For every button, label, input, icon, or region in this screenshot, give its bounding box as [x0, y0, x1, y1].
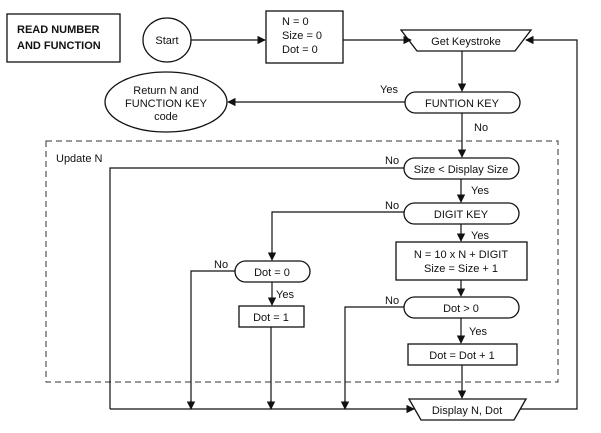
arrow-size-no [109, 167, 404, 409]
dot-gt-decision: Dot > 0 [403, 296, 520, 319]
size-yes-label: Yes [471, 185, 489, 197]
function-key-decision: FUNTION KEY [404, 91, 521, 114]
start-node: Start [142, 17, 192, 63]
dotgt-no-label: No [385, 295, 399, 307]
digit-key-decision: DIGIT KEY [403, 202, 520, 225]
dot-inc-box: Dot = Dot + 1 [407, 343, 518, 366]
init-line-2: Size = 0 [282, 30, 322, 42]
size-check-decision: Size < Display Size [403, 157, 520, 180]
digit-yes-label: Yes [471, 230, 489, 242]
digit-key-label: DIGIT KEY [434, 209, 489, 221]
init-line-3: Dot = 0 [282, 44, 318, 56]
arrow-dotgt-no [344, 306, 404, 409]
title-line-2: AND FUNCTION [17, 40, 101, 52]
return-line-2: FUNCTION KEY [125, 98, 208, 110]
dotgt-yes-label: Yes [469, 326, 487, 338]
title-line-1: READ NUMBER [17, 24, 100, 36]
compute-box: N = 10 x N + DIGIT Size = Size + 1 [395, 241, 528, 281]
arrow-dotzero-no [190, 270, 235, 409]
init-line-1: N = 0 [282, 16, 309, 28]
digit-no-label: No [385, 200, 399, 212]
init-box: N = 0 Size = 0 Dot = 0 [265, 10, 344, 64]
size-no-label: No [385, 155, 399, 167]
return-line-1: Return N and [133, 85, 198, 97]
return-node: Return N and FUNCTION KEY code [104, 71, 228, 133]
dot-one-label: Dot = 1 [253, 312, 289, 324]
update-n-label: Update N [56, 153, 103, 165]
dot-inc-label: Dot = Dot + 1 [429, 350, 494, 362]
title-box: READ NUMBER AND FUNCTION [6, 13, 121, 63]
get-keystroke-label: Get Keystroke [431, 36, 501, 48]
update-n-region [45, 140, 559, 383]
display-node: Display N, Dot [407, 398, 528, 421]
dot-zero-label: Dot = 0 [254, 267, 290, 279]
dot-one-box: Dot = 1 [238, 305, 305, 328]
dot-zero-decision: Dot = 0 [234, 260, 311, 283]
display-label: Display N, Dot [432, 405, 502, 417]
size-check-label: Size < Display Size [414, 164, 508, 176]
dotzero-no-label: No [214, 259, 228, 271]
function-key-label: FUNTION KEY [425, 98, 500, 110]
start-label: Start [155, 35, 178, 47]
return-line-3: code [154, 111, 178, 123]
dotzero-yes-label: Yes [276, 289, 294, 301]
dot-gt-label: Dot > 0 [443, 303, 479, 315]
compute-line-2: Size = Size + 1 [424, 263, 498, 275]
compute-line-1: N = 10 x N + DIGIT [414, 249, 508, 261]
arrow-digit-no [267, 211, 404, 261]
function-yes-label: Yes [380, 84, 398, 96]
function-no-label: No [474, 122, 488, 134]
get-keystroke-node: Get Keystroke [399, 29, 533, 52]
arrow-loop-back [520, 35, 578, 410]
